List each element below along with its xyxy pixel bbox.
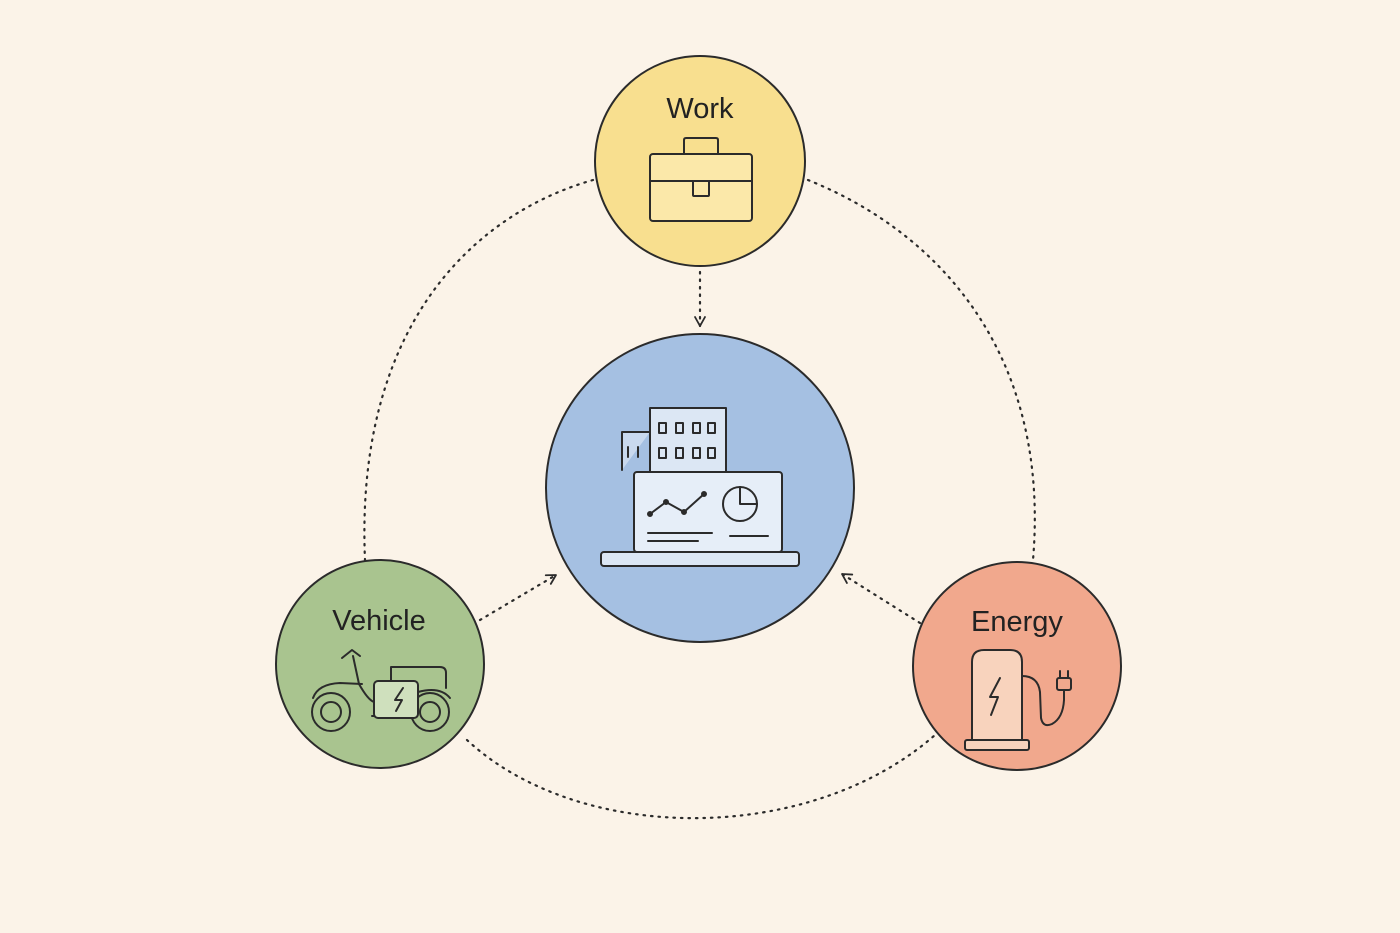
hub-node (545, 333, 855, 643)
business-dashboard-icon (600, 407, 800, 567)
vehicle-node: Vehicle (275, 559, 485, 769)
arc-work-energy (806, 178, 1036, 562)
work-node: Work (594, 55, 806, 267)
electric-scooter-icon (311, 649, 451, 732)
vehicle-label: Vehicle (332, 605, 426, 637)
energy-node: Energy (912, 561, 1122, 771)
arc-vehicle-energy (465, 733, 937, 820)
work-label: Work (666, 93, 734, 125)
energy-label: Energy (971, 606, 1063, 638)
arc-work-vehicle (363, 178, 595, 562)
arrow-vehicle-to-hub (478, 573, 558, 622)
arrow-energy-to-hub (840, 572, 922, 625)
vehicle-circle (275, 559, 485, 769)
charging-station-icon (964, 649, 1072, 751)
briefcase-icon (649, 137, 753, 222)
